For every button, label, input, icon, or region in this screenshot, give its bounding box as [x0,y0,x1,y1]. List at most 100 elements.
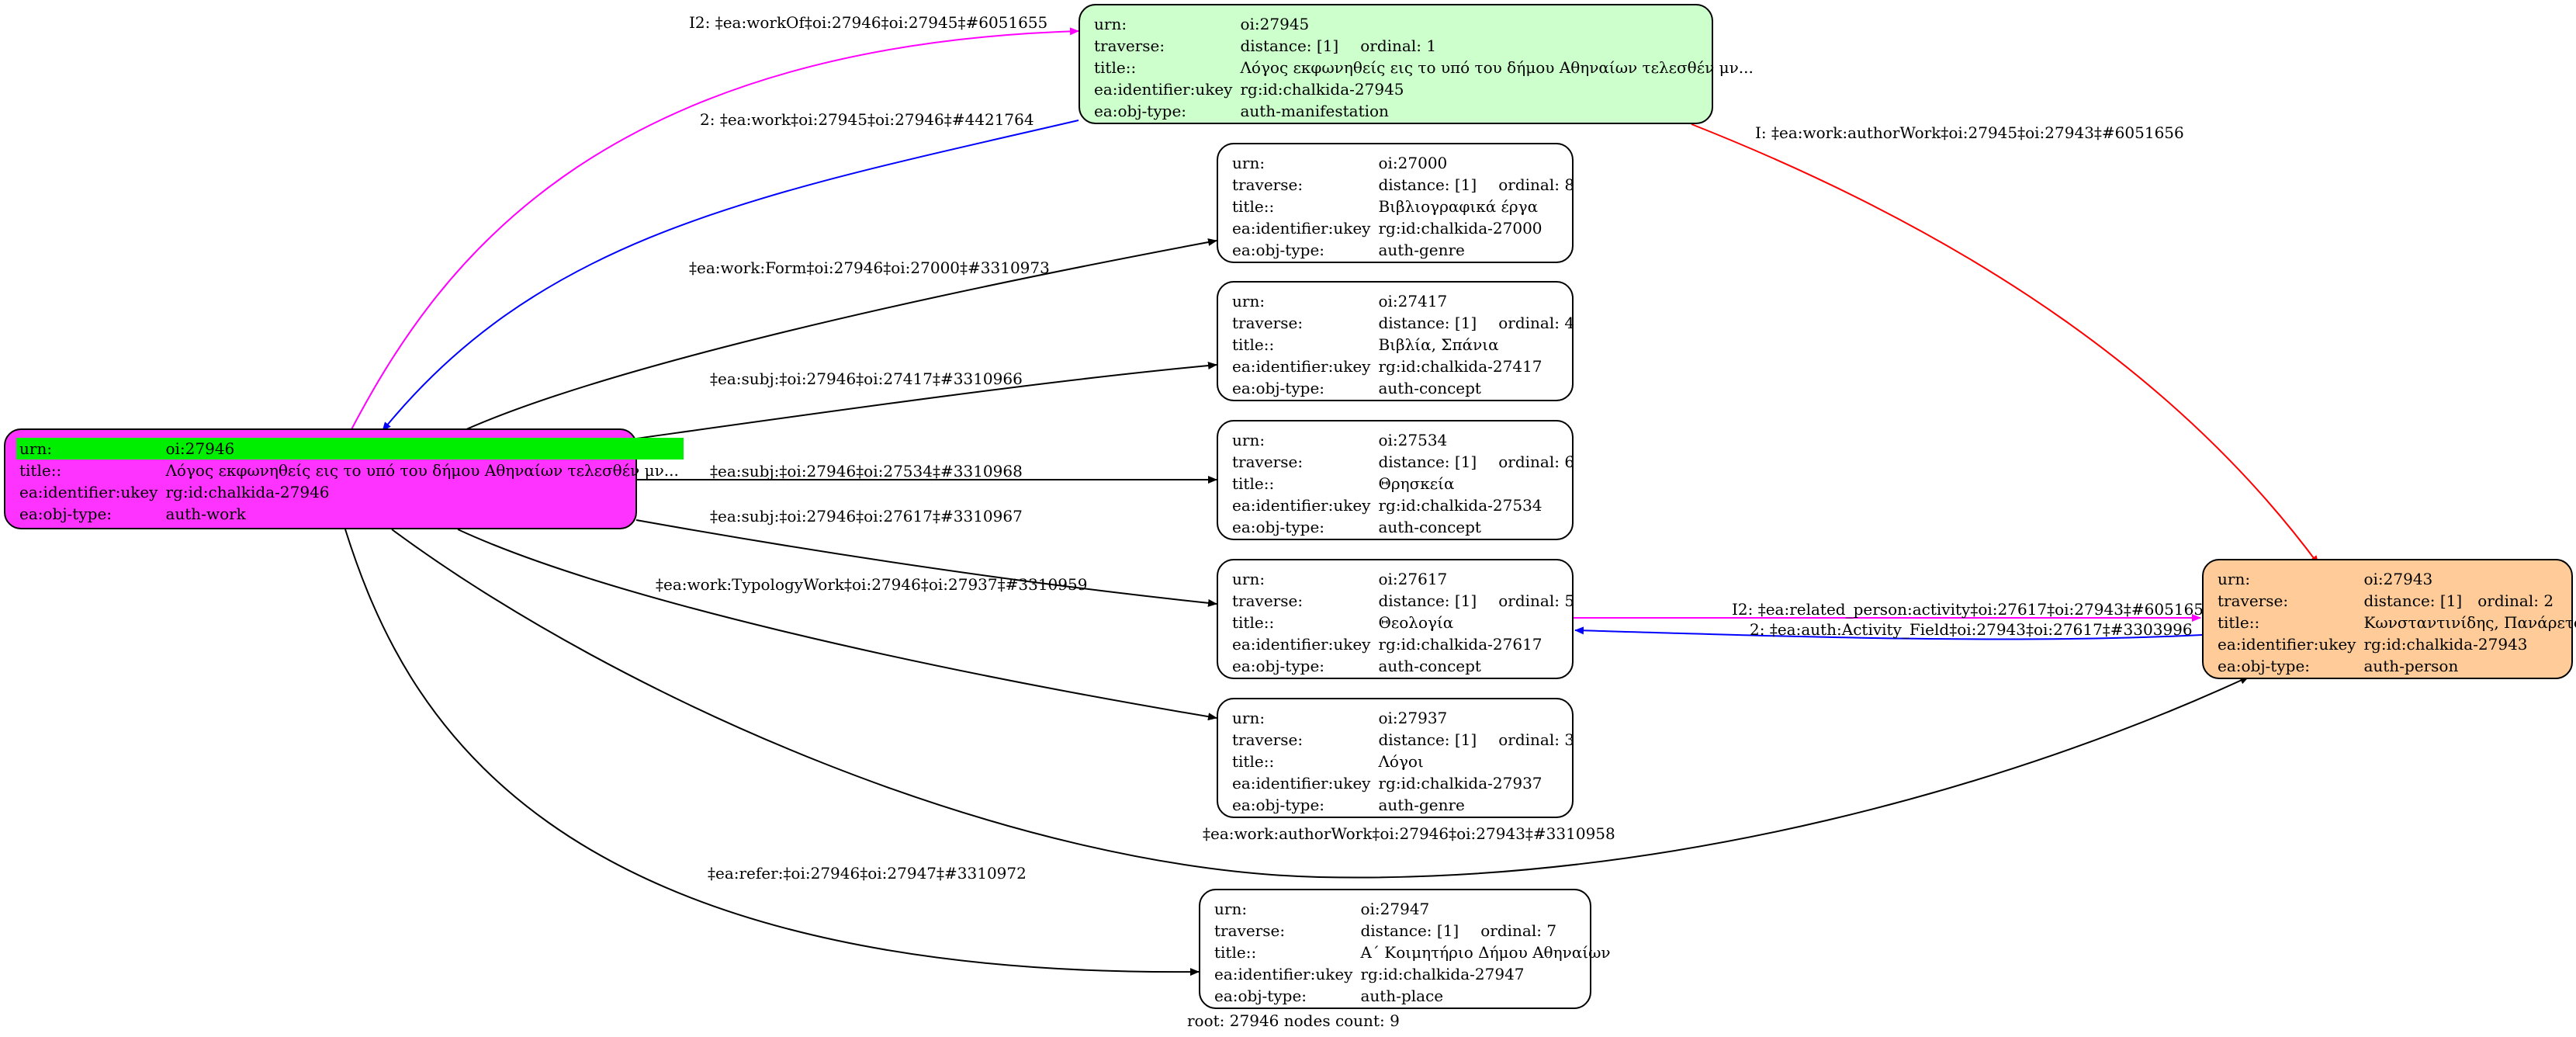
edge-label-typology: ‡ea:work:TypologyWork‡oi:27946‡oi:27937‡… [656,575,1088,594]
distance-value: distance: [1] [1378,591,1477,610]
ukey-label: ea:identifier:ukey [1232,219,1371,238]
distance-value: distance: [1] [1378,175,1477,194]
traverse-label: traverse: [1214,921,1286,940]
title-value: Α΄ Κοιμητήριο Δήμου Αθηναίων [1360,943,1611,962]
edge-activity-field [1574,626,2203,640]
traverse-label: traverse: [1232,175,1304,194]
ordinal-value: ordinal: 4 [1498,314,1575,332]
urn-label: urn: [1232,431,1265,449]
type-label: ea:obj-type: [1232,241,1325,259]
title-label: title:: [1214,943,1257,962]
distance-value: distance: [1] [1360,921,1459,940]
node-27946-root[interactable]: urn:oi:27946 title::Λόγος εκφωνηθείς εις… [4,428,684,529]
type-value: auth-place [1360,987,1444,1005]
title-value: Θρησκεία [1378,474,1455,493]
urn-value: oi:27943 [2363,570,2433,588]
node-27937[interactable]: urn:oi:27937 traverse:distance: [1]ordin… [1217,698,1574,818]
title-label: title:: [1232,474,1275,493]
type-value: auth-concept [1378,379,1481,397]
title-value: Λόγος εκφωνηθείς εις το υπό του δήμου Αθ… [1240,58,1754,77]
urn-value: oi:27945 [1240,15,1310,33]
node-27617[interactable]: urn:oi:27617 traverse:distance: [1]ordin… [1217,559,1574,679]
ukey-label: ea:identifier:ukey [19,483,158,501]
node-27534[interactable]: urn: oi:27534 traverse: distance: [1] ordin… [1217,420,1574,540]
ukey-value: rg:id:chalkida-27943 [2363,635,2528,654]
distance-value: distance: [1] [1378,730,1477,749]
type-label: ea:obj-type: [1232,518,1325,536]
ordinal-value: ordinal: 7 [1480,921,1557,940]
traverse-label: traverse: [2218,591,2289,610]
node-27945[interactable]: urn:oi:27945 traverse:distance: [1]ordin… [1079,4,1754,124]
ordinal-value: ordinal: 2 [2477,591,2554,610]
urn-value: oi:27946 [162,438,684,460]
edge-label-subj-27534: ‡ea:subj:‡oi:27946‡oi:27534‡#3310968 [710,462,1023,480]
ukey-value: rg:id:chalkida-27947 [1360,965,1525,983]
title-value: Κωνσταντινίδης, Πανάρετος [2363,613,2576,632]
traverse-label: traverse: [1232,730,1304,749]
node-27000[interactable]: urn: oi:27000 traverse: distance: [1] ordin… [1217,143,1574,263]
distance-value: distance: [1] [2363,591,2463,610]
urn-label: urn: [1232,709,1265,727]
distance-value: distance: [1] [1378,314,1477,332]
urn-label: urn: [16,438,163,460]
ordinal-value: ordinal: 6 [1498,453,1575,471]
urn-value: oi:27617 [1378,570,1448,588]
type-value: auth-genre [1378,796,1465,814]
edge-authorwork-manifestation [1691,123,2319,565]
edge-subj-27417 [635,362,1217,439]
ukey-label: ea:identifier:ukey [1232,496,1371,515]
title-value: Λόγος εκφωνηθείς εις το υπό του δήμου Αθ… [165,461,679,480]
edge-label-authorwork: ‡ea:work:authorWork‡oi:27946‡oi:27943‡#3… [1203,824,1615,843]
ukey-value: rg:id:chalkida-27946 [165,483,330,501]
urn-label: urn: [1232,154,1265,172]
edge-form [457,238,1217,434]
node-27947[interactable]: urn: oi:27947 traverse: distance: [1] ordin… [1199,889,1611,1009]
type-label: ea:obj-type: [2218,657,2311,675]
urn-value: oi:27534 [1378,431,1448,449]
title-label: title:: [2218,613,2260,632]
ukey-value: rg:id:chalkida-27417 [1378,357,1542,376]
title-label: title:: [1232,752,1275,771]
traverse-label: traverse: [1232,314,1304,332]
edge-work [382,120,1079,432]
edge-workof [350,27,1079,432]
urn-value: oi:27937 [1378,709,1448,727]
edge-authorwork [391,529,2249,879]
edge-label-refer: ‡ea:refer:‡oi:27946‡oi:27947‡#3310972 [708,864,1027,883]
ordinal-value: ordinal: 8 [1498,175,1575,194]
title-value: Λόγοι [1378,752,1424,771]
type-label: ea:obj-type: [1232,796,1325,814]
type-value: auth-genre [1378,241,1465,259]
edge-label-authorwork-manifestation: I: ‡ea:work:authorWork‡oi:27945‡oi:27943… [1755,123,2184,142]
ukey-label: ea:identifier:ukey [1232,357,1371,376]
urn-value: oi:27947 [1360,900,1430,918]
urn-label: urn: [1214,900,1248,918]
type-label: ea:obj-type: [1232,379,1325,397]
type-value: auth-concept [1378,518,1481,536]
type-value: auth-work [165,505,246,523]
type-value: auth-person [2363,657,2459,675]
node-27417[interactable]: urn:oi:27417 traverse:distance: [1]ordin… [1217,281,1574,401]
traverse-label: traverse: [1232,453,1304,471]
urn-label: urn: [1232,570,1265,588]
distance-value: distance: [1] [1240,36,1339,55]
ukey-value: rg:id:chalkida-27000 [1378,219,1542,238]
edge-refer [345,529,1200,976]
edge-subj-27617 [635,519,1217,607]
footer-text: root: 27946 nodes count: 9 [1187,1011,1400,1030]
edge-label-activity-field: 2: ‡ea:auth:Activity_Field‡oi:27943‡oi:2… [1750,620,2193,639]
title-label: title:: [1232,613,1275,632]
edge-label-subj-27417: ‡ea:subj:‡oi:27946‡oi:27417‡#3310966 [710,369,1023,388]
edge-label-subj-27617: ‡ea:subj:‡oi:27946‡oi:27617‡#3310967 [710,507,1023,525]
node-27943[interactable]: urn:oi:27943 traverse:distance: [1]ordin… [2202,559,2576,679]
distance-value: distance: [1] [1378,453,1477,471]
type-value: auth-concept [1378,657,1481,675]
traverse-label: traverse: [1094,36,1165,55]
ukey-value: rg:id:chalkida-27534 [1378,496,1542,515]
urn-value: oi:27000 [1378,154,1448,172]
edge-label-workof: I2: ‡ea:workOf‡oi:27946‡oi:27945‡#605165… [689,13,1048,32]
type-label: ea:obj-type: [19,505,113,523]
type-value: auth-manifestation [1240,102,1389,120]
type-label: ea:obj-type: [1094,102,1187,120]
